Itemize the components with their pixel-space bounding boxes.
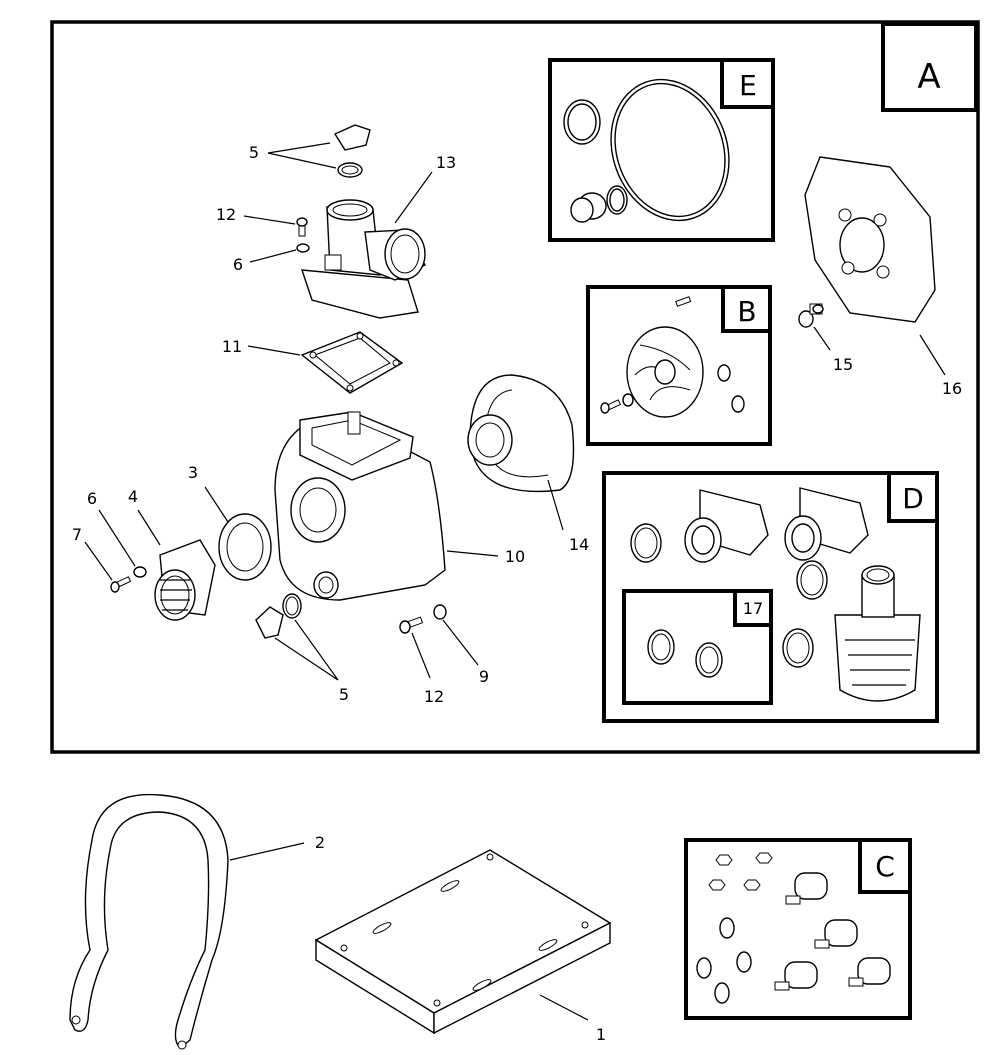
part-3-gasket: 3 xyxy=(188,463,272,581)
assembly-a-frame: A xyxy=(50,20,980,754)
part-4-inlet-fitting: 4 xyxy=(128,487,216,621)
callout-6-top: 6 xyxy=(233,255,243,274)
impeller-bolt xyxy=(600,399,621,414)
kit-b: B xyxy=(586,285,772,446)
part-2-handle: 2 xyxy=(69,793,325,1050)
callout-3: 3 xyxy=(188,463,198,482)
hose-fitting-1 xyxy=(684,489,769,563)
rubber-mounts xyxy=(774,872,891,991)
part-13-outlet: 13 xyxy=(300,153,456,319)
section-label-17: 17 xyxy=(743,599,763,618)
part-12-bottom-bolt: 12 xyxy=(399,616,444,706)
callout-15: 15 xyxy=(833,355,853,374)
callout-10: 10 xyxy=(505,547,525,566)
part-12-top-bolt: 12 xyxy=(216,205,308,237)
callout-5-top: 5 xyxy=(249,143,259,162)
strainer xyxy=(834,565,921,702)
section-label-d: D xyxy=(902,482,924,515)
part-14-volute: 14 xyxy=(467,374,589,554)
callout-1: 1 xyxy=(596,1025,606,1044)
nuts xyxy=(708,852,773,891)
callout-5-bottom: 5 xyxy=(339,685,349,704)
seal-ring-small xyxy=(563,99,601,145)
callout-2: 2 xyxy=(315,833,325,852)
callout-6-left: 6 xyxy=(87,489,97,508)
hose-clamp-2 xyxy=(796,560,828,600)
o-ring-large xyxy=(610,78,730,222)
callout-11: 11 xyxy=(222,337,242,356)
kit-d: D xyxy=(602,471,939,723)
washer-small xyxy=(606,185,628,215)
part-5-top-plug: 5 xyxy=(249,124,371,178)
part-1-base-plate: 1 xyxy=(314,849,612,1044)
part-11-gasket: 11 xyxy=(222,331,404,394)
section-label-b: B xyxy=(737,295,756,328)
callout-12-bottom: 12 xyxy=(424,687,444,706)
part-6-top-washer: 6 xyxy=(233,243,310,274)
impeller xyxy=(626,326,704,418)
part-9-washer: 9 xyxy=(433,604,489,686)
callout-14: 14 xyxy=(569,535,589,554)
kit-17: 17 xyxy=(622,589,773,705)
part-16-rear-plate: 16 xyxy=(804,156,962,398)
kit-e: E xyxy=(548,58,775,242)
callout-7: 7 xyxy=(72,525,82,544)
part-7-bolt: 7 xyxy=(72,525,132,593)
part-6-left-washer: 6 xyxy=(87,489,147,578)
part-10-pump-housing: 10 xyxy=(274,411,525,601)
kit-c: C xyxy=(684,838,912,1020)
bushing xyxy=(570,192,607,223)
hose-fitting-2 xyxy=(784,487,869,561)
section-label-e: E xyxy=(739,69,757,102)
callout-12-top: 12 xyxy=(216,205,236,224)
callout-4: 4 xyxy=(128,487,138,506)
callout-9: 9 xyxy=(479,667,489,686)
washers xyxy=(696,917,752,1004)
callout-16: 16 xyxy=(942,379,962,398)
part-15-bolt: 15 xyxy=(798,303,853,374)
hose-clamp-3 xyxy=(782,628,814,668)
section-label-a: A xyxy=(917,57,940,97)
callout-13: 13 xyxy=(436,153,456,172)
section-label-c: C xyxy=(875,850,895,883)
part-5-drain-plug: 5 xyxy=(255,593,349,704)
hose-clamp xyxy=(630,523,662,563)
